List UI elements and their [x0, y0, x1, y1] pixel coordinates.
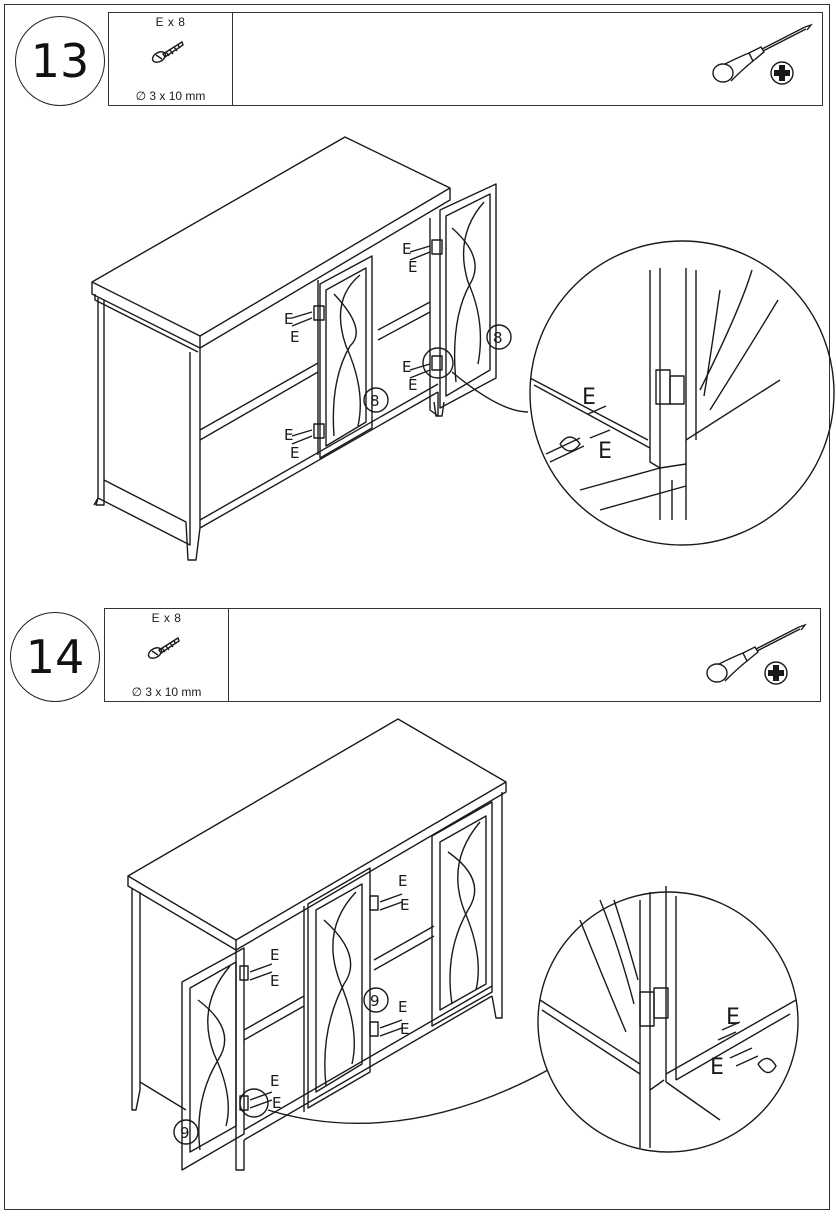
- step-number-13: 13: [15, 16, 105, 106]
- hardware-quantity: E x 8: [155, 15, 186, 29]
- screw-label: E: [402, 358, 411, 376]
- screw-label: E: [398, 998, 407, 1016]
- step-number-14: 14: [10, 612, 100, 702]
- hardware-size: ∅ 3 x 10 mm: [131, 685, 202, 699]
- zoom-screw-label: E: [710, 1055, 724, 1080]
- screw-label: E: [290, 444, 299, 462]
- zoom-screw-label: E: [582, 385, 596, 410]
- door-label: 8: [493, 329, 503, 347]
- door-label: 9: [180, 1124, 190, 1142]
- screw-icon: [147, 636, 180, 659]
- zoom-screw-label: E: [598, 439, 612, 464]
- screw-label: E: [398, 872, 407, 890]
- screw-label: E: [400, 896, 409, 914]
- screw-label: E: [290, 328, 299, 346]
- phillips-screwdriver-icon: [712, 23, 813, 85]
- parts-box-step-13: E x 8 ∅ 3 x 10 mm: [108, 12, 823, 106]
- door-label: 8: [370, 392, 380, 410]
- screw-label: E: [400, 1020, 409, 1038]
- screw-label: E: [270, 1072, 279, 1090]
- zoom-screw-label: E: [726, 1005, 740, 1030]
- screw-icon: [151, 40, 184, 63]
- page-frame: [4, 4, 830, 1210]
- hardware-quantity: E x 8: [151, 611, 182, 625]
- screw-label: E: [408, 258, 417, 276]
- screw-label: E: [284, 426, 293, 444]
- screw-label: E: [408, 376, 417, 394]
- hardware-size: ∅ 3 x 10 mm: [135, 89, 206, 103]
- screw-label: E: [270, 946, 279, 964]
- parts-box-step-14: E x 8 ∅ 3 x 10 mm: [104, 608, 821, 702]
- step-13-illustration: E E E E E E E E 8 8 E E: [91, 136, 835, 561]
- phillips-screwdriver-icon: [706, 623, 807, 685]
- screw-label: E: [402, 240, 411, 258]
- hardware-cell: E x 8 ∅ 3 x 10 mm: [105, 609, 229, 701]
- screw-label: E: [284, 310, 293, 328]
- screw-label: E: [270, 972, 279, 990]
- screw-label: E: [272, 1094, 281, 1112]
- hardware-cell: E x 8 ∅ 3 x 10 mm: [109, 13, 233, 105]
- door-label: 9: [370, 992, 380, 1010]
